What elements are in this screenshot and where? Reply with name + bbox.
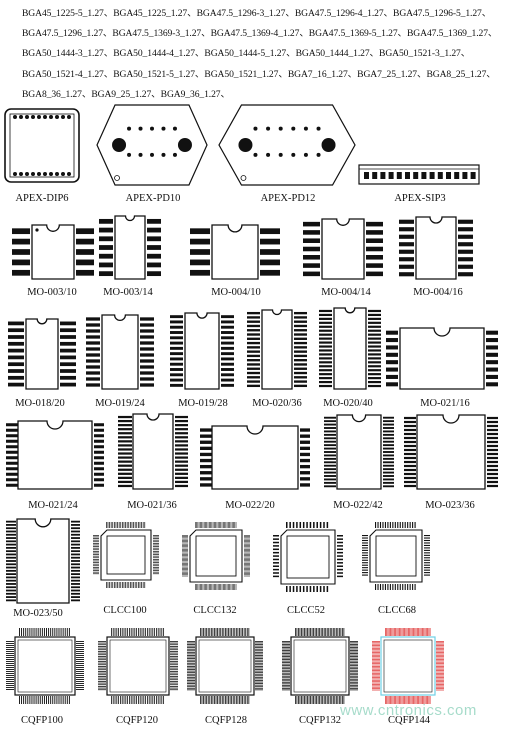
package-drawing-mo-004-14 xyxy=(300,218,386,280)
package-label-mo-020-36: MO-020/36 xyxy=(252,398,302,409)
apex-pd12-outline xyxy=(218,104,356,186)
package-label-mo-004-16: MO-004/16 xyxy=(413,287,463,298)
clcc52-outline xyxy=(273,522,343,592)
package-drawing-mo-004-10 xyxy=(188,224,282,280)
package-drawing-mo-018-20 xyxy=(6,318,78,390)
package-label-mo-019-24: MO-019/24 xyxy=(95,398,145,409)
package-drawing-clcc52 xyxy=(271,520,345,594)
package-label-cqfp120: CQFP120 xyxy=(115,715,159,726)
cqfp132-outline xyxy=(282,628,358,704)
package-label-clcc100: CLCC100 xyxy=(103,605,147,616)
package-label-mo-003-10: MO-003/10 xyxy=(27,287,77,298)
package-drawing-mo-023-50 xyxy=(6,518,80,604)
package-label-mo-023-36: MO-023/36 xyxy=(425,500,475,511)
mo-019-28-outline xyxy=(170,312,234,390)
package-label-apex-pd12: APEX-PD12 xyxy=(260,193,316,204)
cqfp100-outline xyxy=(6,628,84,704)
package-drawing-mo-022-42 xyxy=(324,414,394,490)
package-drawing-apex-pd10 xyxy=(96,104,208,186)
mo-023-50-outline xyxy=(6,518,80,604)
package-drawing-clcc132 xyxy=(180,520,252,592)
mo-003-14-outline xyxy=(99,215,161,280)
mo-020-40-outline xyxy=(319,307,381,390)
package-label-mo-021-16: MO-021/16 xyxy=(420,398,470,409)
package-label-apex-pd10: APEX-PD10 xyxy=(125,193,181,204)
package-drawing-mo-020-36 xyxy=(246,309,308,390)
package-drawing-mo-003-10 xyxy=(10,224,96,280)
package-drawing-cqfp100 xyxy=(6,628,84,704)
package-drawing-apex-pd12 xyxy=(218,104,356,186)
package-label-mo-004-10: MO-004/10 xyxy=(211,287,261,298)
cqfp120-outline xyxy=(98,628,178,704)
package-label-mo-018-20: MO-018/20 xyxy=(15,398,65,409)
clcc132-outline xyxy=(182,522,250,590)
package-drawing-clcc100 xyxy=(91,520,161,590)
mo-021-24-outline xyxy=(6,420,104,490)
package-drawing-mo-021-24 xyxy=(6,420,104,490)
mo-021-36-outline xyxy=(118,413,188,490)
mo-004-16-outline xyxy=(399,216,473,280)
package-label-mo-020-40: MO-020/40 xyxy=(323,398,373,409)
package-drawing-mo-021-16 xyxy=(386,327,498,390)
package-list-text: BGA45_1225-5_1.27、BGA45_1225_1.27、BGA47.… xyxy=(22,8,498,100)
mo-004-14-outline xyxy=(303,218,383,280)
package-label-mo-021-36: MO-021/36 xyxy=(127,500,177,511)
mo-003-10-outline xyxy=(12,224,94,280)
package-label-clcc52: CLCC52 xyxy=(287,605,325,616)
package-label-mo-004-14: MO-004/14 xyxy=(321,287,371,298)
package-label-cqfp132: CQFP132 xyxy=(298,715,342,726)
package-label-clcc132: CLCC132 xyxy=(193,605,237,616)
package-label-mo-022-42: MO-022/42 xyxy=(333,500,383,511)
package-drawing-mo-022-20 xyxy=(200,425,310,490)
package-drawing-mo-020-40 xyxy=(318,307,382,390)
package-label-cqfp100: CQFP100 xyxy=(20,715,64,726)
apex-pd10-outline xyxy=(96,104,208,186)
clcc68-outline xyxy=(362,522,430,590)
package-drawing-mo-019-28 xyxy=(168,312,236,390)
package-drawing-clcc68 xyxy=(360,520,432,592)
package-drawing-mo-023-36 xyxy=(404,414,498,490)
package-label-clcc68: CLCC68 xyxy=(378,605,416,616)
package-drawing-mo-021-36 xyxy=(118,413,188,490)
cqfp128-outline xyxy=(187,628,263,704)
mo-018-20-outline xyxy=(8,318,76,390)
mo-022-20-outline xyxy=(200,425,310,490)
package-drawing-mo-019-24 xyxy=(84,314,156,390)
mo-019-24-outline xyxy=(86,314,154,390)
watermark: www.cntronics.com xyxy=(340,702,477,719)
package-label-apex-sip3: APEX-SIP3 xyxy=(394,193,446,204)
package-label-mo-003-14: MO-003/14 xyxy=(103,287,153,298)
package-label-mo-023-50: MO-023/50 xyxy=(13,608,63,619)
package-drawing-cqfp132 xyxy=(282,628,358,704)
package-drawing-mo-003-14 xyxy=(96,215,164,280)
mo-022-42-outline xyxy=(324,414,394,490)
package-label-apex-dip6: APEX-DIP6 xyxy=(15,193,69,204)
package-label-mo-019-28: MO-019/28 xyxy=(178,398,228,409)
mo-020-36-outline xyxy=(247,309,307,390)
clcc100-outline xyxy=(93,522,159,588)
apex-sip3-outline xyxy=(358,164,480,185)
apex-dip6-outline xyxy=(4,108,80,183)
mo-023-36-outline xyxy=(404,414,498,490)
mo-004-10-outline xyxy=(190,224,280,280)
package-drawing-apex-dip6 xyxy=(4,108,80,183)
mo-021-16-outline xyxy=(386,327,498,390)
package-label-mo-022-20: MO-022/20 xyxy=(225,500,275,511)
package-drawing-cqfp120 xyxy=(98,628,178,704)
cqfp144-outline xyxy=(372,628,444,704)
package-label-mo-021-24: MO-021/24 xyxy=(28,500,78,511)
package-drawing-cqfp144 xyxy=(372,628,444,704)
package-drawing-cqfp128 xyxy=(187,628,263,704)
package-drawing-mo-004-16 xyxy=(398,216,474,280)
package-drawing-apex-sip3 xyxy=(358,163,480,186)
package-label-cqfp128: CQFP128 xyxy=(204,715,248,726)
package-label-cqfp144: CQFP144 xyxy=(387,715,431,726)
